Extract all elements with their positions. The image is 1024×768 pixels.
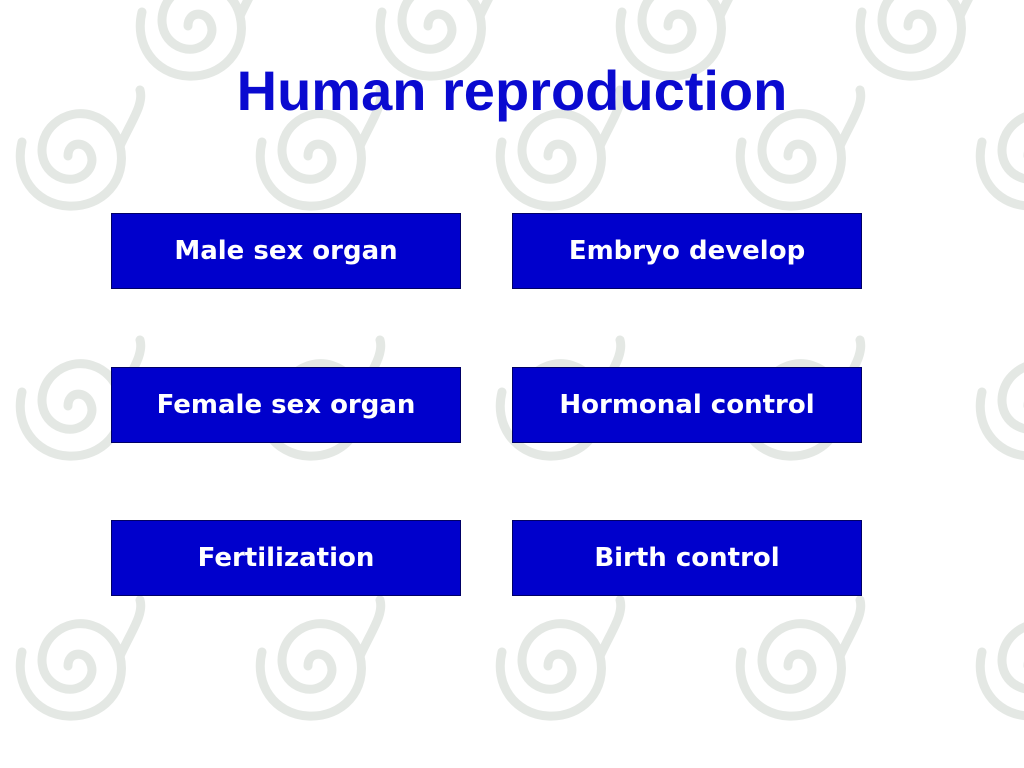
- embryo-develop-button[interactable]: Embryo develop: [512, 213, 862, 289]
- female-sex-organ-label: Female sex organ: [156, 390, 416, 420]
- birth-control-label: Birth control: [594, 543, 780, 573]
- fertilization-label: Fertilization: [197, 543, 375, 573]
- embryo-develop-label: Embryo develop: [568, 236, 806, 266]
- male-sex-organ-button[interactable]: Male sex organ: [111, 213, 461, 289]
- fertilization-button[interactable]: Fertilization: [111, 520, 461, 596]
- swirl-row-3: [20, 600, 1024, 716]
- birth-control-button[interactable]: Birth control: [512, 520, 862, 596]
- female-sex-organ-button[interactable]: Female sex organ: [111, 367, 461, 443]
- male-sex-organ-label: Male sex organ: [174, 236, 398, 266]
- slide-title: Human reproduction: [236, 59, 788, 122]
- hormonal-control-label: Hormonal control: [559, 390, 815, 420]
- hormonal-control-button[interactable]: Hormonal control: [512, 367, 862, 443]
